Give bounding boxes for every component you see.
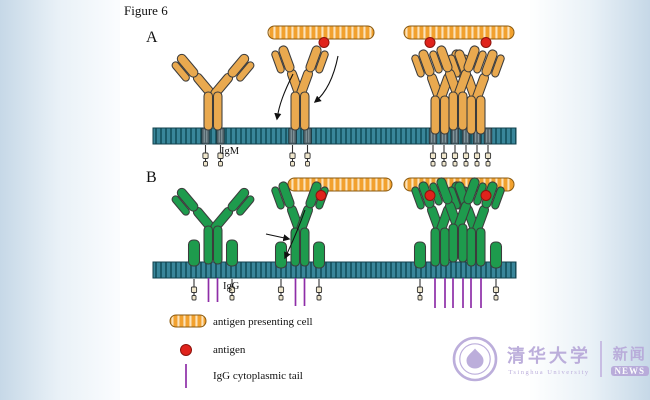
antigen-b2 <box>315 190 327 201</box>
antigen-a3-right <box>480 37 492 48</box>
legend-apc-icon <box>169 314 207 328</box>
antigen-a3-left <box>424 37 436 48</box>
watermark-university: 清华大学 Tsinghua University <box>507 342 591 376</box>
panel-b-stage-3-cluster <box>403 176 515 308</box>
igm-engaged <box>269 44 331 167</box>
arrow-signal-b <box>284 209 306 260</box>
antigen-a2 <box>318 37 330 48</box>
watermark: 清华大学 Tsinghua University 新闻 NEWS <box>452 336 650 382</box>
panel-a-stage-3-cluster <box>403 25 515 167</box>
legend <box>169 314 207 388</box>
igg-label: IgG <box>223 281 240 292</box>
panel-b-stage-1-igg-resting <box>168 185 258 302</box>
arrow-binding-a <box>313 55 339 103</box>
panel-a-label: A <box>146 29 158 46</box>
antigen-presenting-cell-a2 <box>267 25 375 40</box>
legend-label-igg-tail: IgG cytoplasmic tail <box>213 370 303 382</box>
panel-a-stage-1-igm-resting <box>168 51 258 167</box>
legend-antigen-icon <box>180 344 192 356</box>
antigen-b3-right <box>480 190 492 201</box>
antigen-presenting-cell-b2 <box>287 177 393 192</box>
arrow-coreceptor-b <box>265 233 291 242</box>
arrow-signal-a <box>274 73 294 121</box>
igm-label: IgM <box>221 146 240 157</box>
legend-label-apc: antigen presenting cell <box>213 316 313 328</box>
watermark-university-en: Tsinghua University <box>508 369 590 376</box>
legend-label-antigen: antigen <box>213 344 246 356</box>
watermark-news-cn: 新闻 <box>612 346 647 363</box>
tsinghua-logo-icon <box>452 336 498 382</box>
panel-a-stage-2 <box>267 25 375 167</box>
figure-title: Figure 6 <box>124 3 168 18</box>
watermark-divider <box>600 341 602 377</box>
antigen-b3-left <box>424 190 436 201</box>
watermark-news-en: NEWS <box>610 365 650 376</box>
panel-b-stage-2 <box>265 177 393 306</box>
panel-b-label: B <box>146 169 157 186</box>
watermark-university-cn: 清华大学 <box>507 346 591 366</box>
watermark-news: 新闻 NEWS <box>610 343 650 376</box>
antigen-presenting-cell-a3 <box>403 25 515 40</box>
cell-membrane-a <box>152 127 517 145</box>
